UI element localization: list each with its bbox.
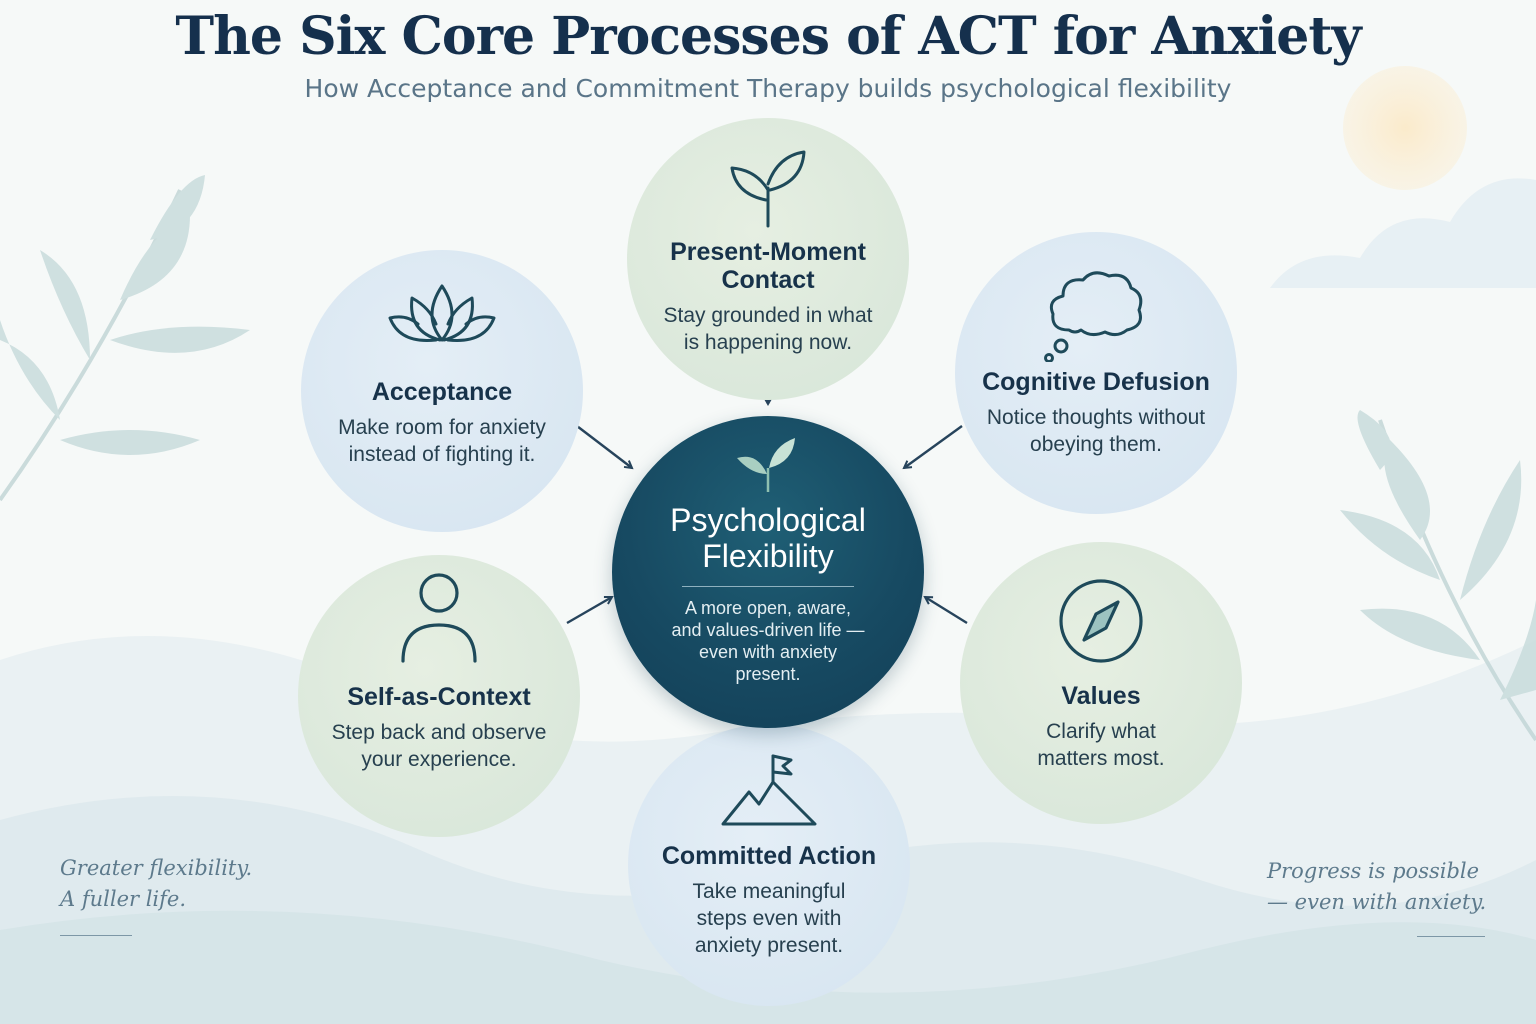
- right-quote-line1: Progress is possible: [1267, 859, 1480, 883]
- node-description: Clarify what matters most.: [1037, 720, 1165, 770]
- mountain-flag-icon: [721, 754, 817, 826]
- right-quote: Progress is possible — even with anxiety…: [1267, 856, 1486, 918]
- arrow-cognitive-defusion: [904, 425, 963, 468]
- node-committed-action: Committed Action Take meaningful steps e…: [628, 724, 910, 1006]
- left-quote: Greater flexibility. A fuller life.: [60, 853, 252, 915]
- node-acceptance: Acceptance Make room for anxiety instead…: [301, 250, 583, 532]
- leaf-sprout-icon: [737, 438, 795, 492]
- thought-cloud-icon: [1044, 271, 1143, 362]
- right-branch-decoration: [1340, 410, 1536, 742]
- right-quote-line2: — even with anxiety.: [1267, 890, 1487, 914]
- node-title: Acceptance: [371, 378, 513, 406]
- left-quote-rule: [60, 935, 132, 936]
- center-psychological-flexibility: Psychological Flexibility A more open, a…: [612, 416, 924, 728]
- person-icon: [401, 573, 477, 663]
- cloud-decoration: [1270, 178, 1536, 288]
- node-description: Make room for anxiety instead of fightin…: [338, 416, 546, 466]
- hill-front: [0, 910, 1536, 1024]
- node-title: Self-as-Context: [347, 683, 531, 711]
- left-branch-decoration: [0, 175, 250, 502]
- center-title: Psychological Flexibility: [670, 502, 866, 574]
- sprout-icon: [730, 150, 806, 228]
- node-title: Present-Moment Contact: [670, 238, 866, 294]
- node-description: Step back and observe your experience.: [331, 721, 547, 771]
- center-divider: [682, 586, 854, 587]
- arrow-acceptance: [572, 422, 632, 468]
- compass-icon: [1059, 579, 1143, 663]
- node-title: Committed Action: [661, 842, 877, 870]
- node-values: Values Clarify what matters most.: [960, 542, 1242, 824]
- node-title: Cognitive Defusion: [982, 368, 1210, 396]
- page-title: The Six Core Processes of ACT for Anxiet…: [175, 6, 1361, 67]
- left-quote-line2: A fuller life.: [60, 887, 187, 911]
- node-description: Notice thoughts without obeying them.: [986, 406, 1206, 456]
- page-subtitle: How Acceptance and Commitment Therapy bu…: [304, 74, 1232, 103]
- left-quote-line1: Greater flexibility.: [60, 856, 253, 880]
- lotus-icon: [388, 284, 496, 343]
- arrow-self-as-context: [566, 595, 612, 625]
- node-present-moment-contact: Present-Moment Contact Stay grounded in …: [627, 118, 909, 400]
- sun-decoration: [1343, 66, 1467, 190]
- node-title: Values: [1061, 682, 1141, 710]
- center-description: A more open, aware, and values-driven li…: [671, 598, 865, 684]
- node-description: Take meaningful steps even with anxiety …: [692, 880, 846, 957]
- node-self-as-context: Self-as-Context Step back and observe yo…: [298, 555, 580, 837]
- right-quote-rule: [1417, 936, 1485, 937]
- arrow-values: [925, 597, 968, 625]
- node-description: Stay grounded in what is happening now.: [663, 304, 873, 354]
- node-cognitive-defusion: Cognitive Defusion Notice thoughts witho…: [955, 232, 1237, 514]
